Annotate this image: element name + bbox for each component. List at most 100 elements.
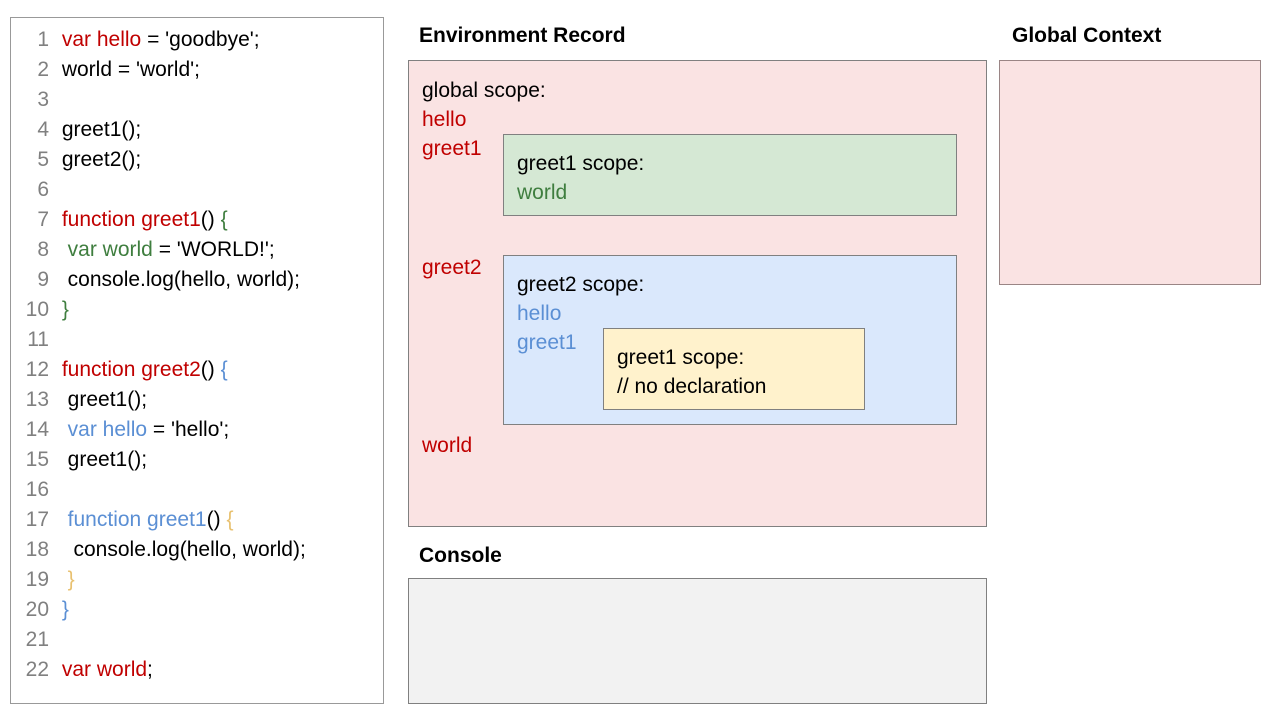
line-number: 20 <box>25 598 49 621</box>
code-line: 17 function greet1() { <box>11 505 383 535</box>
code-line-text: greet2(); <box>49 145 141 175</box>
greet1-binding-world: world <box>517 181 568 204</box>
global-binding-hello: hello <box>422 108 467 131</box>
code-line: 1 var hello = 'goodbye'; <box>11 25 383 55</box>
global-binding-world: world <box>422 434 473 457</box>
code-line-text: function greet1() { <box>49 505 234 535</box>
code-token: { <box>226 508 234 531</box>
code-token: greet1(); <box>56 118 142 141</box>
code-token: ; <box>147 658 153 681</box>
code-line: 7 function greet1() { <box>11 205 383 235</box>
environment-record-title: Environment Record <box>419 24 626 47</box>
line-number: 9 <box>37 268 49 291</box>
code-line: 12 function greet2() { <box>11 355 383 385</box>
code-line: 15 greet1(); <box>11 445 383 475</box>
code-line-text: greet1(); <box>49 385 147 415</box>
line-number: 19 <box>25 568 49 591</box>
code-token: = 'WORLD!'; <box>152 238 275 261</box>
line-number: 3 <box>37 88 49 111</box>
code-line-text: function greet1() { <box>49 205 228 235</box>
code-line: 20 } <box>11 595 383 625</box>
code-token: function greet2 <box>61 358 201 381</box>
code-line: 18 console.log(hello, world); <box>11 535 383 565</box>
line-number: 6 <box>37 178 49 201</box>
code-token: function greet1 <box>61 208 201 231</box>
code-token <box>56 238 68 261</box>
code-line: 3 <box>11 85 383 115</box>
code-token: var world <box>67 238 153 261</box>
global-binding-greet1: greet1 <box>422 137 482 160</box>
greet1-scope-box: greet1 scope: world <box>503 134 957 216</box>
code-token <box>56 418 68 441</box>
greet2-binding-hello: hello <box>517 302 562 325</box>
line-number: 7 <box>37 208 49 231</box>
line-number: 15 <box>25 448 49 471</box>
line-number: 1 <box>37 28 49 51</box>
code-line-text: function greet2() { <box>49 355 228 385</box>
code-token: function greet1 <box>67 508 207 531</box>
code-line: 21 <box>11 625 383 655</box>
code-token: greet2(); <box>56 148 142 171</box>
code-line-text: var world = 'WORLD!'; <box>49 235 275 265</box>
code-token: var hello <box>61 28 142 51</box>
line-number: 17 <box>25 508 49 531</box>
code-token: { <box>220 208 228 231</box>
code-line-text: world = 'world'; <box>49 55 200 85</box>
code-token: } <box>67 568 75 591</box>
greet2-scope-heading: greet2 scope: <box>517 273 645 296</box>
code-token <box>56 568 68 591</box>
code-token: var hello <box>67 418 148 441</box>
line-number: 13 <box>25 388 49 411</box>
code-line: 4 greet1(); <box>11 115 383 145</box>
code-line-text: var hello = 'hello'; <box>49 415 230 445</box>
code-line-text: console.log(hello, world); <box>49 535 306 565</box>
code-token <box>56 508 68 531</box>
line-number: 18 <box>25 538 49 561</box>
code-editor-panel: 1 var hello = 'goodbye';2 world = 'world… <box>10 17 384 704</box>
code-token: var world <box>61 658 148 681</box>
nested-greet1-scope-heading: greet1 scope: <box>617 346 745 369</box>
code-token: () <box>200 208 221 231</box>
code-line-text: } <box>49 595 69 625</box>
code-line: 5 greet2(); <box>11 145 383 175</box>
code-token: greet1(); <box>56 448 148 471</box>
line-number: 21 <box>25 628 49 651</box>
console-title: Console <box>419 544 502 567</box>
code-line: 2 world = 'world'; <box>11 55 383 85</box>
code-token: greet1(); <box>56 388 148 411</box>
code-line: 10 } <box>11 295 383 325</box>
global-context-box <box>999 60 1261 285</box>
line-number: 4 <box>37 118 49 141</box>
code-line-text: greet1(); <box>49 445 147 475</box>
code-line: 22 var world; <box>11 655 383 685</box>
nested-greet1-scope-box: greet1 scope: // no declaration <box>603 328 865 410</box>
code-token: () <box>200 358 221 381</box>
global-binding-greet2: greet2 <box>422 256 482 279</box>
code-line: 16 <box>11 475 383 505</box>
line-number: 16 <box>25 478 49 501</box>
code-line-text: } <box>49 295 69 325</box>
line-number: 11 <box>27 328 49 351</box>
greet2-scope-box: greet2 scope: hello greet1 greet1 scope:… <box>503 255 957 425</box>
code-line: 11 <box>11 325 383 355</box>
code-line-text: console.log(hello, world); <box>49 265 300 295</box>
code-line-text: } <box>49 565 75 595</box>
global-context-title: Global Context <box>1012 24 1162 47</box>
code-line-text: var world; <box>49 655 153 685</box>
nested-greet1-no-declaration-note: // no declaration <box>617 375 767 398</box>
global-scope-heading: global scope: <box>422 79 546 102</box>
console-output-box <box>408 578 987 704</box>
code-line: 8 var world = 'WORLD!'; <box>11 235 383 265</box>
code-line: 19 } <box>11 565 383 595</box>
code-token: = 'goodbye'; <box>141 28 260 51</box>
code-line: 6 <box>11 175 383 205</box>
line-number: 22 <box>25 658 49 681</box>
code-line: 9 console.log(hello, world); <box>11 265 383 295</box>
global-scope-box: global scope: hello greet1 greet2 world … <box>408 60 987 527</box>
code-line-text: greet1(); <box>49 115 141 145</box>
greet2-binding-greet1: greet1 <box>517 331 577 354</box>
code-line: 14 var hello = 'hello'; <box>11 415 383 445</box>
code-token: = 'hello'; <box>147 418 230 441</box>
line-number: 14 <box>25 418 49 441</box>
code-token: } <box>61 598 69 621</box>
